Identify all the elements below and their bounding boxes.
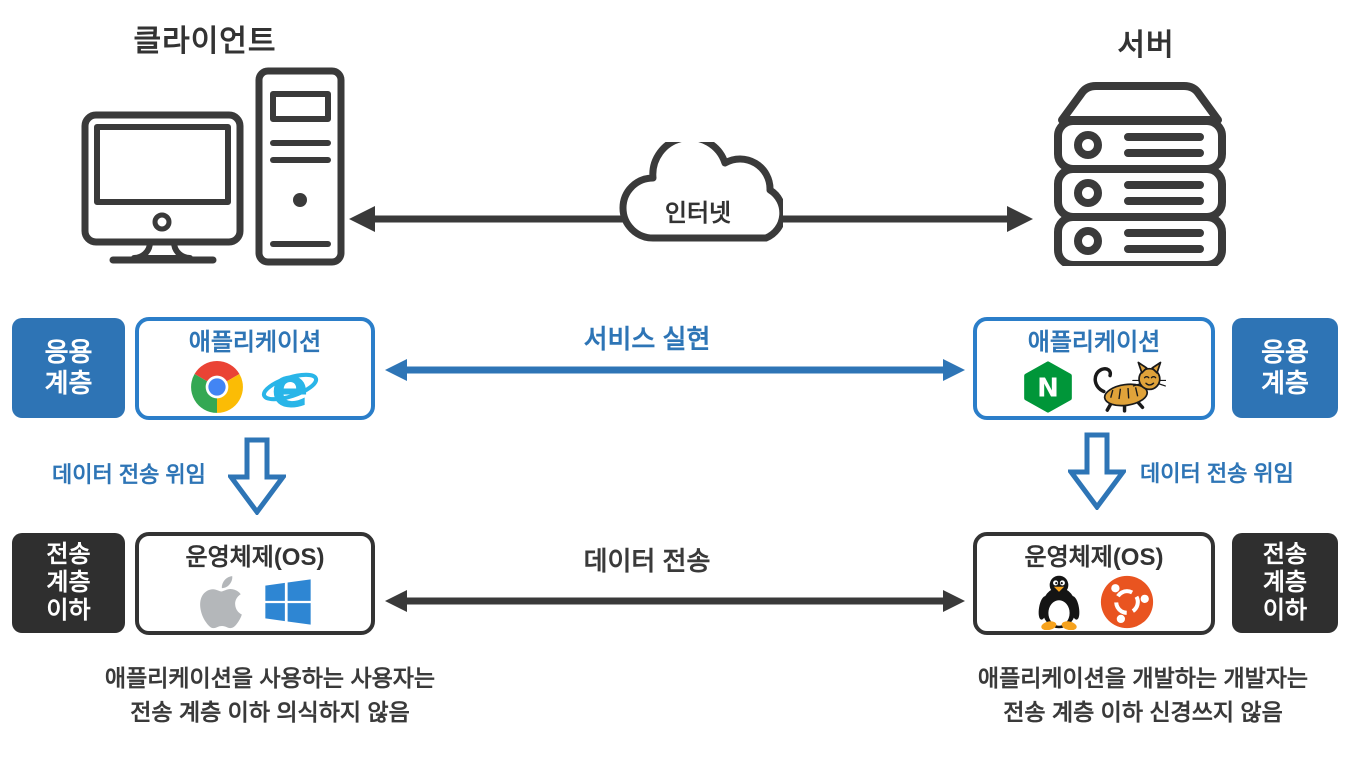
client-os-icons: [197, 574, 313, 630]
svg-text:N: N: [1037, 374, 1059, 404]
client-caption: 애플리케이션을 사용하는 사용자는 전송 계층 이하 의식하지 않음: [85, 661, 455, 729]
layer-badge-line: 계층: [44, 368, 93, 398]
application-box-title: 애플리케이션: [188, 329, 322, 356]
chrome-icon: [191, 361, 243, 414]
server-application-box: 애플리케이션 N: [973, 317, 1215, 420]
linux-tux-icon: [1038, 576, 1080, 631]
client-caption-line: 애플리케이션을 사용하는 사용자는: [104, 665, 436, 691]
server-os-icons: [1034, 574, 1154, 631]
server-os-box: 운영체제(OS): [973, 532, 1215, 635]
svg-text:e: e: [271, 358, 308, 416]
server-caption-line: 전송 계층 이하 신경쓰지 않음: [1003, 699, 1283, 725]
apple-icon: [200, 576, 242, 629]
server-delegation-arrow: [1068, 432, 1126, 510]
layer-badge-line: 이하: [1262, 597, 1308, 625]
server-caption: 애플리케이션을 개발하는 개발자는 전송 계층 이하 신경쓰지 않음: [958, 661, 1328, 729]
server-application-layer-badge: 응용 계층: [1232, 318, 1338, 418]
server-transport-layer-badge: 전송 계층 이하: [1232, 533, 1338, 633]
client-title: 클라이언트: [133, 25, 277, 58]
client-caption-line: 전송 계층 이하 의식하지 않음: [130, 699, 410, 725]
application-box-title: 애플리케이션: [1027, 329, 1161, 356]
server-caption-line: 애플리케이션을 개발하는 개발자는: [977, 665, 1309, 691]
layer-badge-line: 계층: [1261, 368, 1309, 398]
nginx-icon: N: [1024, 361, 1072, 413]
transfer-arrow-label: 데이터 전송: [583, 546, 711, 576]
layer-badge-line: 계층: [46, 568, 91, 596]
client-application-layer-badge: 응용 계층: [12, 318, 125, 418]
cloud-icon: [619, 142, 783, 242]
server-delegation-label: 데이터 전송 위임: [1140, 461, 1294, 486]
os-box-title: 운영체제(OS): [1024, 544, 1164, 571]
client-transport-layer-badge: 전송 계층 이하: [12, 533, 125, 633]
server-application-icons: N: [1022, 359, 1166, 415]
desktop-computer-icon: [81, 67, 345, 266]
layer-badge-line: 계층: [1262, 568, 1308, 596]
layer-badge-line: 응용: [44, 336, 93, 367]
client-application-box: 애플리케이션 e: [135, 317, 375, 420]
transfer-arrow: [385, 590, 965, 612]
client-delegation-arrow: [228, 437, 286, 515]
ubuntu-icon: [1100, 576, 1154, 629]
internet-label: 인터넷: [664, 200, 732, 227]
service-arrow: [385, 359, 965, 381]
client-os-box: 운영체제(OS): [135, 532, 375, 635]
windows-icon: [265, 579, 311, 626]
internet-explorer-icon: e: [261, 358, 319, 416]
layer-badge-line: 이하: [46, 597, 91, 625]
server-title: 서버: [1117, 29, 1175, 62]
server-stack-icon: [1054, 82, 1226, 266]
service-arrow-label: 서비스 실현: [583, 324, 711, 354]
layer-badge-line: 응용: [1261, 336, 1309, 367]
layer-badge-line: 전송: [1262, 540, 1308, 568]
layer-badge-line: 전송: [46, 540, 91, 568]
os-box-title: 운영체제(OS): [185, 544, 325, 571]
client-application-icons: e: [190, 358, 320, 416]
tomcat-icon: [1093, 361, 1166, 413]
client-delegation-label: 데이터 전송 위임: [52, 462, 206, 487]
